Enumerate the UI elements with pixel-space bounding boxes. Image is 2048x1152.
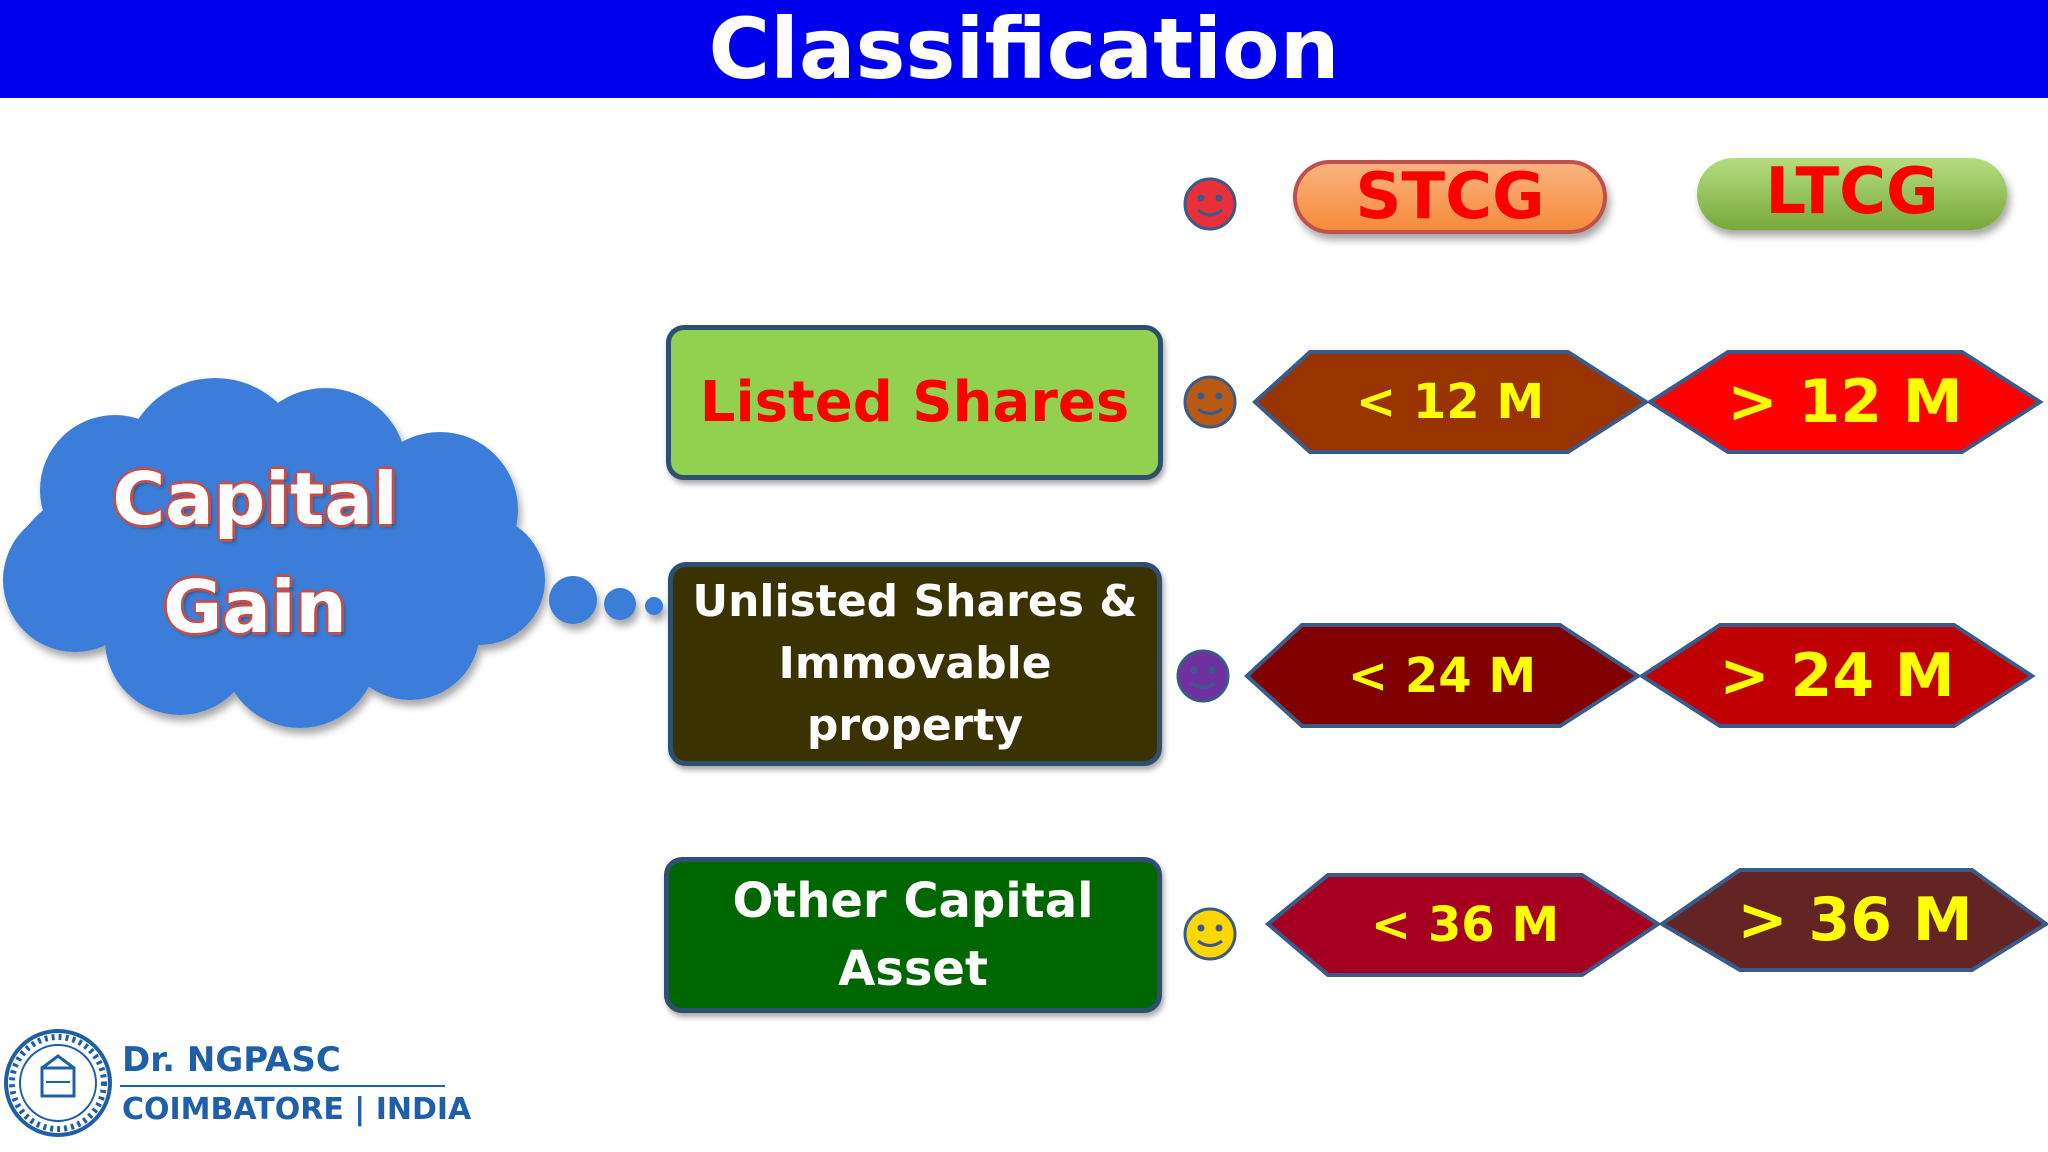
unlisted-shares-box: Unlisted Shares & Immovable property [668, 562, 1162, 766]
capital-gain-cloud [3, 378, 545, 728]
other-label-line-1: Other Capital [732, 873, 1094, 929]
college-location: COIMBATORE | INDIA [122, 1092, 472, 1127]
purple-smiley-icon [1176, 649, 1230, 703]
row3-ltcg-threshold: > 36 M [1737, 885, 1973, 955]
row3-long-hexagon [1658, 868, 2048, 972]
other-label-line-2: Asset [838, 941, 988, 997]
listed-shares-box: Listed Shares [666, 325, 1163, 480]
row3-short-hexagon [1264, 873, 1662, 977]
unlisted-label-line-1: Unlisted Shares & [692, 576, 1138, 627]
unlisted-label-line-2: Immovable [778, 638, 1052, 689]
other-capital-asset-box: Other Capital Asset [664, 857, 1162, 1013]
thought-bubbles [549, 576, 663, 624]
row1-ltcg-threshold: > 12 M [1727, 367, 1963, 437]
capital-gain-label: Capital Gain [60, 445, 450, 661]
row1-stcg-threshold: < 12 M [1355, 374, 1545, 430]
stcg-pill [1293, 160, 1607, 234]
ltcg-label: LTCG [1765, 155, 1939, 229]
college-name: Dr. NGPASC [122, 1040, 341, 1080]
listed-shares-label: Listed Shares [699, 370, 1130, 435]
red-smiley-icon [1183, 177, 1237, 231]
ltcg-pill [1697, 158, 2007, 230]
cloud-line-2: Gain [163, 565, 347, 649]
row1-short-hexagon [1252, 350, 1650, 454]
row2-long-hexagon [1638, 623, 2036, 728]
stcg-label: STCG [1355, 160, 1545, 234]
cloud-line-1: Capital [112, 457, 398, 541]
row2-stcg-threshold: < 24 M [1347, 647, 1537, 704]
college-seal-logo [4, 1029, 112, 1137]
slide-title: Classification [0, 0, 2048, 98]
row2-ltcg-threshold: > 24 M [1719, 640, 1955, 711]
row3-stcg-threshold: < 36 M [1370, 897, 1560, 953]
row1-long-hexagon [1646, 350, 2044, 454]
brown-smiley-icon [1183, 375, 1237, 429]
row2-short-hexagon [1244, 623, 1642, 728]
unlisted-label-line-3: property [806, 700, 1024, 751]
yellow-smiley-icon [1183, 907, 1237, 961]
